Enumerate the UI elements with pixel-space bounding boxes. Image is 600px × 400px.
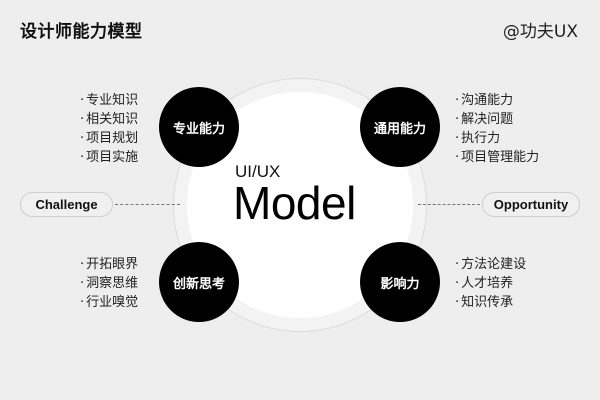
list-item: 项目管理能力 — [455, 148, 539, 167]
list-general: 沟通能力 解决问题 执行力 项目管理能力 — [455, 91, 539, 167]
right-connector — [418, 204, 480, 205]
list-professional: 专业知识 相关知识 项目规划 项目实施 — [80, 91, 138, 167]
list-item: 开拓眼界 — [80, 255, 138, 274]
node-innovation: 创新思考 — [159, 242, 239, 322]
opportunity-pill: Opportunity — [482, 192, 580, 217]
list-item: 洞察思维 — [80, 274, 138, 293]
node-influence: 影响力 — [360, 242, 440, 322]
list-item: 执行力 — [455, 129, 539, 148]
center-subtitle: UI/UX — [235, 162, 281, 181]
list-item: 方法论建设 — [455, 255, 526, 274]
list-influence: 方法论建设 人才培养 知识传承 — [455, 255, 526, 312]
list-item: 相关知识 — [80, 110, 138, 129]
left-connector — [115, 204, 180, 205]
diagram-title: 设计师能力模型 — [20, 22, 143, 42]
node-professional: 专业能力 — [159, 87, 239, 167]
list-item: 人才培养 — [455, 274, 526, 293]
list-item: 项目规划 — [80, 129, 138, 148]
brand-handle: @功夫UX — [502, 22, 578, 42]
list-item: 解决问题 — [455, 110, 539, 129]
challenge-pill: Challenge — [20, 192, 113, 217]
list-item: 行业嗅觉 — [80, 293, 138, 312]
list-item: 专业知识 — [80, 91, 138, 110]
center-title: Model — [233, 177, 356, 229]
list-item: 沟通能力 — [455, 91, 539, 110]
node-general: 通用能力 — [360, 87, 440, 167]
list-item: 知识传承 — [455, 293, 526, 312]
list-innovation: 开拓眼界 洞察思维 行业嗅觉 — [80, 255, 138, 312]
list-item: 项目实施 — [80, 148, 138, 167]
